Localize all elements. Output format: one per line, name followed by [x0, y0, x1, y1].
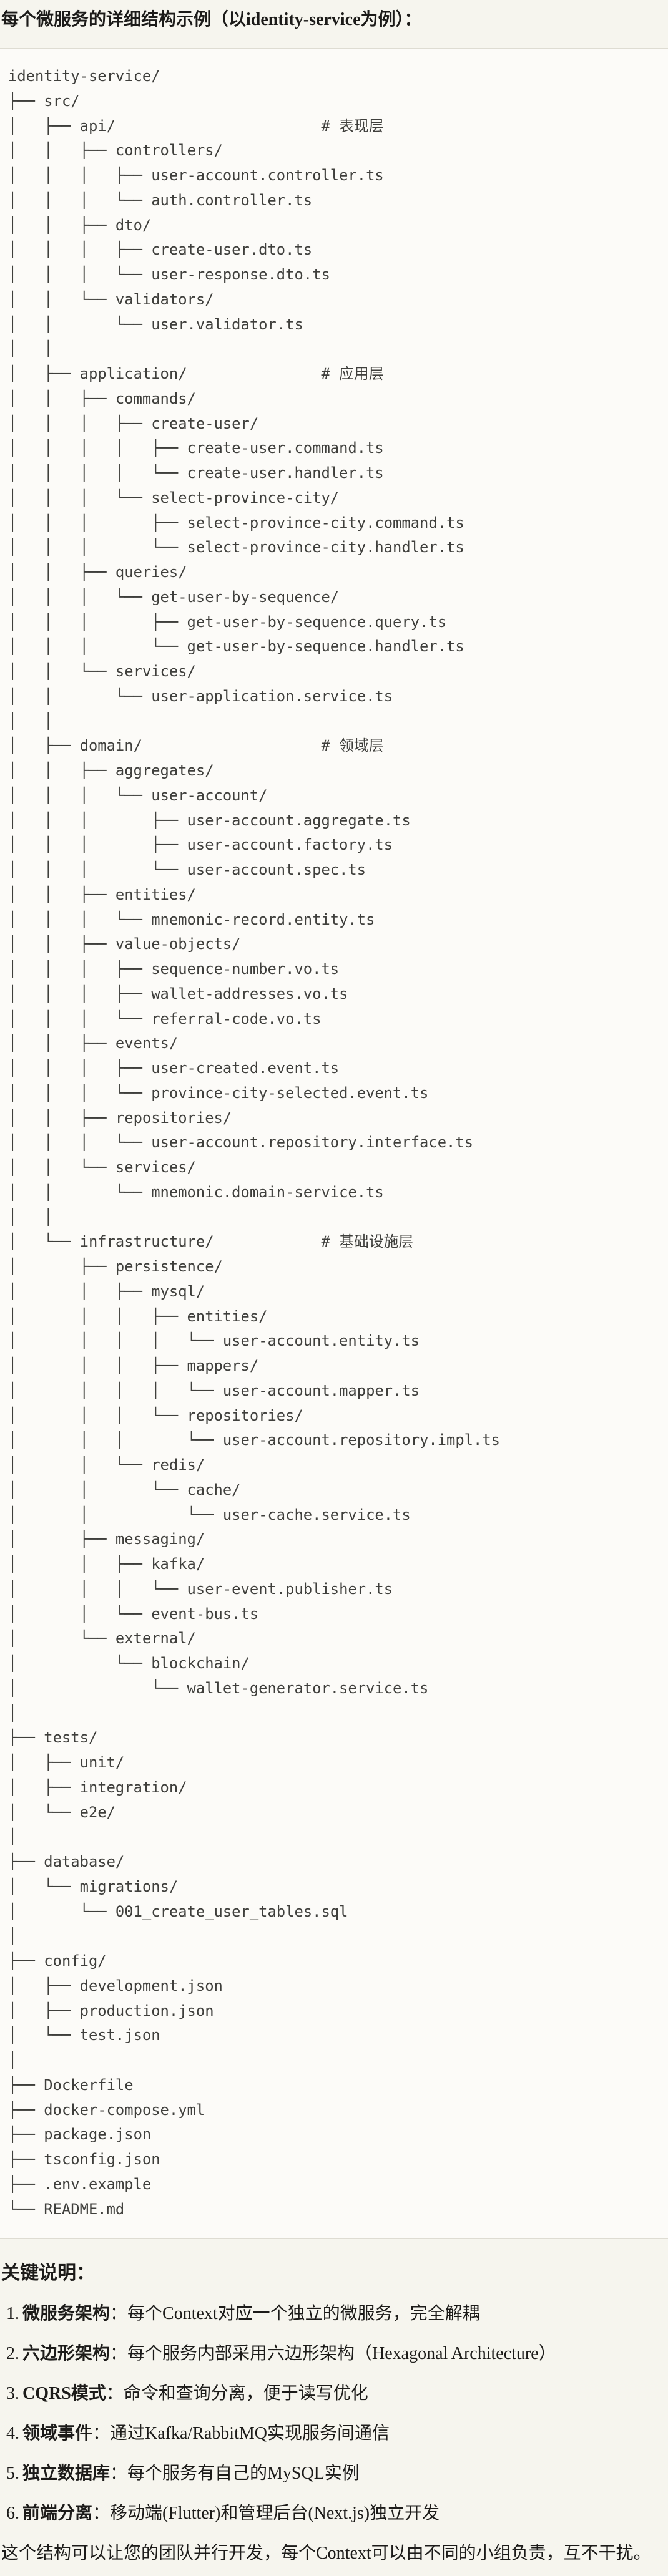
note-item-term: 独立数据库 — [22, 2464, 111, 2484]
note-item-text: ：每个服务内部采用六边形架构（Hexagonal Architecture） — [110, 2344, 556, 2364]
note-item-number: 2. — [6, 2344, 19, 2364]
notes-heading: 关键说明： — [1, 2263, 95, 2284]
note-item: 5.独立数据库：每个服务有自己的MySQL实例 — [1, 2461, 668, 2486]
note-item-text: ：每个服务有自己的MySQL实例 — [110, 2464, 360, 2484]
note-item-number: 1. — [6, 2304, 19, 2324]
note-item-number: 5. — [6, 2464, 19, 2484]
note-item: 1.微服务架构：每个Context对应一个独立的微服务，完全解耦 — [1, 2301, 668, 2326]
notes-section: 关键说明： 1.微服务架构：每个Context对应一个独立的微服务，完全解耦 2.… — [0, 2260, 668, 2566]
note-item: 2.六边形架构：每个服务内部采用六边形架构（Hexagonal Architec… — [1, 2341, 668, 2366]
closing-paragraph: 这个结构可以让您的团队并行开发，每个Context可以由不同的小组负责，互不干扰… — [1, 2544, 651, 2564]
note-item-term: 六边形架构 — [22, 2344, 111, 2364]
directory-tree: identity-service/ ├── src/ │ ├── api/ # … — [8, 67, 500, 2218]
note-item-term: 领域事件 — [22, 2424, 93, 2444]
note-item-text: ：移动端(Flutter)和管理后台(Next.js)独立开发 — [92, 2504, 440, 2524]
note-item-number: 3. — [6, 2384, 19, 2404]
note-item: 6.前端分离：移动端(Flutter)和管理后台(Next.js)独立开发 — [1, 2501, 668, 2526]
note-item: 4.领域事件：通过Kafka/RabbitMQ实现服务间通信 — [1, 2421, 668, 2446]
note-item-number: 6. — [6, 2504, 19, 2524]
note-item-number: 4. — [6, 2424, 19, 2444]
note-item-text: ：通过Kafka/RabbitMQ实现服务间通信 — [92, 2424, 390, 2444]
note-item-term: 微服务架构 — [22, 2304, 111, 2324]
note-item: 3.CQRS模式：命令和查询分离，便于读写优化 — [1, 2381, 668, 2406]
note-item-term: CQRS模式 — [22, 2384, 106, 2404]
note-item-term: 前端分离 — [22, 2504, 93, 2524]
code-block: identity-service/ ├── src/ │ ├── api/ # … — [0, 48, 668, 2240]
page-title: 每个微服务的详细结构示例（以identity-service为例）： — [1, 10, 422, 29]
note-item-text: ：命令和查询分离，便于读写优化 — [106, 2384, 368, 2404]
note-item-text: ：每个Context对应一个独立的微服务，完全解耦 — [110, 2304, 480, 2324]
